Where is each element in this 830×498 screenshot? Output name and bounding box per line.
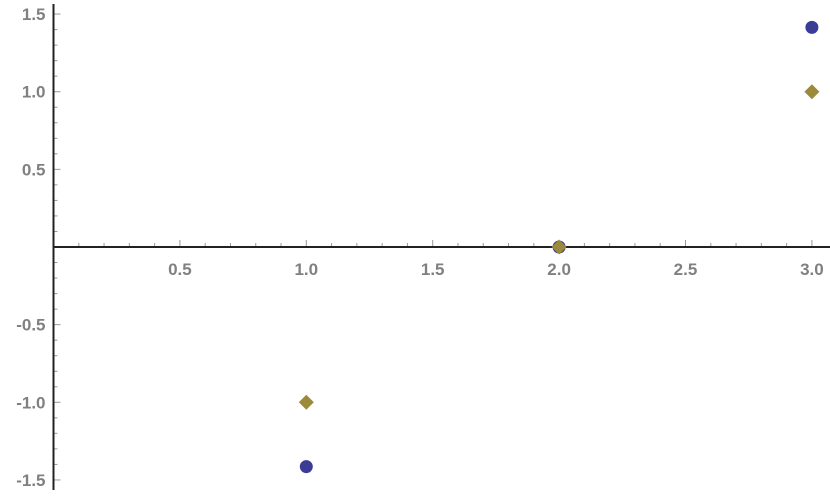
y-tick-label: 1.0 <box>22 83 46 102</box>
x-tick-label: 3.0 <box>800 260 824 279</box>
diamond-point <box>298 394 314 410</box>
data-points <box>298 20 820 474</box>
x-tick-label: 2.0 <box>547 260 571 279</box>
y-tick-label: 1.5 <box>22 5 46 24</box>
y-tick-labels: -1.5 -1.0 -0.5 0.5 1.0 1.5 <box>16 5 45 490</box>
y-tick-label: 0.5 <box>22 160 46 179</box>
x-tick-label: 1.5 <box>421 260 445 279</box>
x-tick-labels: 0.5 1.0 1.5 2.0 2.5 3.0 <box>168 260 824 279</box>
circle-point <box>299 460 313 474</box>
x-tick-label: 2.5 <box>674 260 698 279</box>
circle-point <box>805 20 819 34</box>
x-tick-label: 0.5 <box>168 260 192 279</box>
y-tick-label: -1.0 <box>16 393 45 412</box>
x-axis <box>53 240 830 248</box>
diamond-point <box>551 239 567 255</box>
y-axis <box>52 4 61 490</box>
diamond-point <box>804 84 820 100</box>
y-tick-label: -1.5 <box>16 471 45 490</box>
x-tick-label: 1.0 <box>294 260 318 279</box>
y-tick-label: -0.5 <box>16 316 45 335</box>
